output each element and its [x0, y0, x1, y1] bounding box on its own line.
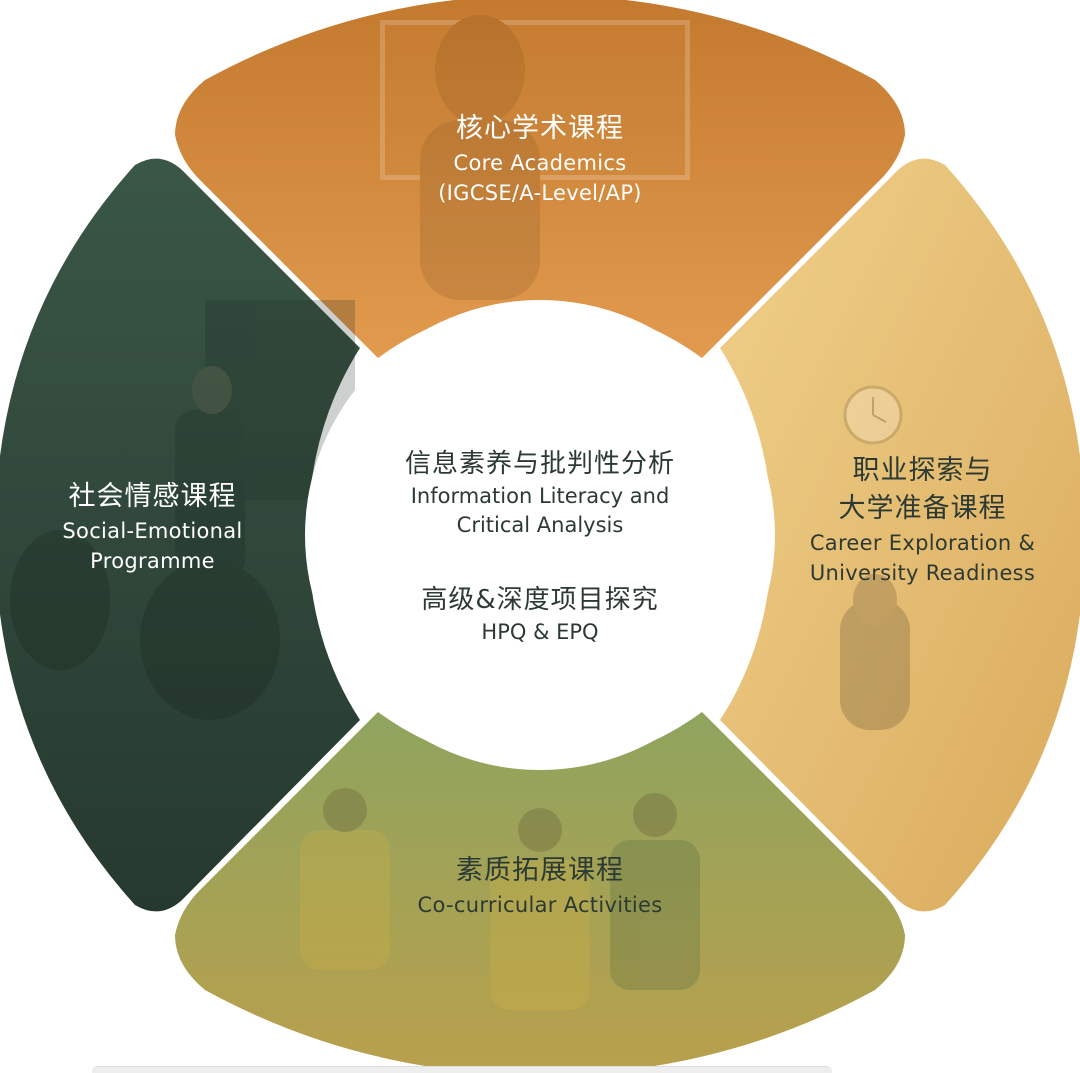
top-subtitle-en: (IGCSE/A-Level/AP)	[438, 181, 642, 205]
segment-bottom	[175, 712, 905, 1073]
left-title-en-line2: Programme	[90, 549, 215, 573]
bottom-bar	[92, 1066, 832, 1073]
right-title-zh-line1: 职业探索与	[852, 455, 993, 486]
segment-bottom-label: 素质拓展课程 Co-curricular Activities	[380, 852, 700, 920]
center-item1-en-line2: Critical Analysis	[456, 513, 624, 537]
segment-right-label: 职业探索与 大学准备课程 Career Exploration & Univer…	[780, 452, 1065, 588]
segment-top	[175, 0, 905, 358]
left-title-en-line1: Social-Emotional	[62, 519, 243, 543]
center-item-info-literacy: 信息素养与批判性分析 Information Literacy and Crit…	[340, 446, 740, 540]
center-item2-en: HPQ & EPQ	[481, 620, 599, 644]
right-photo-texture	[840, 385, 910, 730]
segment-left	[0, 158, 360, 912]
segment-top-label: 核心学术课程 Core Academics (IGCSE/A-Level/AP)	[390, 110, 690, 208]
top-title-en: Core Academics	[453, 151, 627, 175]
center-circle	[305, 300, 775, 770]
bottom-title-zh: 素质拓展课程	[456, 855, 624, 886]
top-photo-texture	[380, 15, 690, 300]
top-title-zh: 核心学术课程	[456, 113, 624, 144]
center-item1-en-line1: Information Literacy and	[410, 484, 670, 508]
bottom-photo-texture	[300, 788, 700, 1010]
right-title-en-line1: Career Exploration &	[809, 531, 1036, 555]
center-item-hpq-epq: 高级&深度项目探究 HPQ & EPQ	[340, 582, 740, 647]
right-title-zh-line2: 大学准备课程	[838, 493, 1007, 524]
segment-right	[720, 158, 1080, 912]
center-item1-zh: 信息素养与批判性分析	[404, 449, 675, 479]
segment-left-label: 社会情感课程 Social-Emotional Programme	[20, 478, 285, 576]
left-title-zh: 社会情感课程	[68, 481, 237, 512]
right-title-en-line2: University Readiness	[809, 561, 1036, 585]
bottom-title-en: Co-curricular Activities	[417, 893, 663, 917]
center-item2-zh: 高级&深度项目探究	[421, 585, 659, 615]
